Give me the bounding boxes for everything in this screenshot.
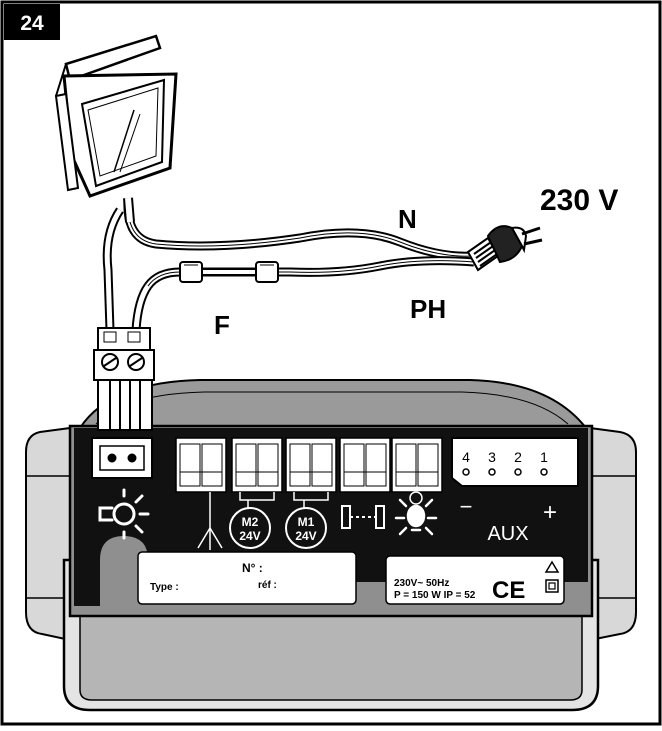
photocell-icon [341, 505, 385, 529]
double-insulation-icon [545, 579, 559, 593]
fuse-label: F [214, 310, 230, 340]
aux-pin-3: 3 [488, 449, 496, 465]
terminal-blocks [175, 437, 443, 493]
phase-label: PH [410, 294, 446, 324]
antenna-icon [197, 492, 223, 550]
motor2-symbol: M2 24V [229, 507, 271, 549]
mains-plug [466, 225, 543, 272]
figure-number-badge [4, 4, 60, 40]
serial-number-label: N° : [242, 561, 263, 575]
rating-line-1: 230V~ 50Hz [394, 578, 449, 589]
figure-number: 24 [20, 12, 44, 35]
terminal-motor2 [231, 437, 283, 493]
motor1-voltage: 24V [295, 529, 316, 543]
plug-connector [93, 327, 155, 431]
terminal-antenna [175, 437, 227, 493]
serial-plate: N° : Type : réf : [137, 551, 357, 605]
neutral-label: N [398, 204, 417, 234]
warning-triangle-icon [544, 560, 560, 573]
type-label: Type : [150, 582, 179, 593]
aux-pin-2: 2 [514, 449, 522, 465]
aux-minus: − [460, 494, 473, 519]
lamp-icon [98, 488, 150, 540]
ref-label: réf : [258, 580, 277, 591]
terminal-photocell [339, 437, 391, 493]
motor1-label: M1 [298, 515, 315, 529]
terminal-motor1 [285, 437, 337, 493]
voltage-label: 230 V [540, 184, 618, 217]
aux-pin-4: 4 [462, 449, 470, 465]
aux-connector: 4 3 2 1 [451, 437, 579, 487]
floodlight-lamp [54, 34, 178, 198]
motor2-voltage: 24V [239, 529, 260, 543]
motor1-symbol: M1 24V [285, 507, 327, 549]
lamp-connector [91, 437, 153, 479]
aux-pin-1: 1 [540, 449, 548, 465]
aux-plus: + [543, 499, 557, 526]
terminal-warning-light [391, 437, 443, 493]
power-cables [102, 197, 475, 331]
warning-light-wire [409, 491, 423, 505]
motor-wiring [239, 492, 329, 508]
rating-line-2: P = 150 W IP = 52 [394, 590, 476, 601]
fuse [179, 261, 279, 283]
rating-plate: 230V~ 50Hz P = 150 W IP = 52 CE [385, 555, 565, 605]
aux-label: AUX [487, 523, 528, 545]
ce-mark: CE [492, 577, 525, 604]
motor2-label: M2 [242, 515, 259, 529]
